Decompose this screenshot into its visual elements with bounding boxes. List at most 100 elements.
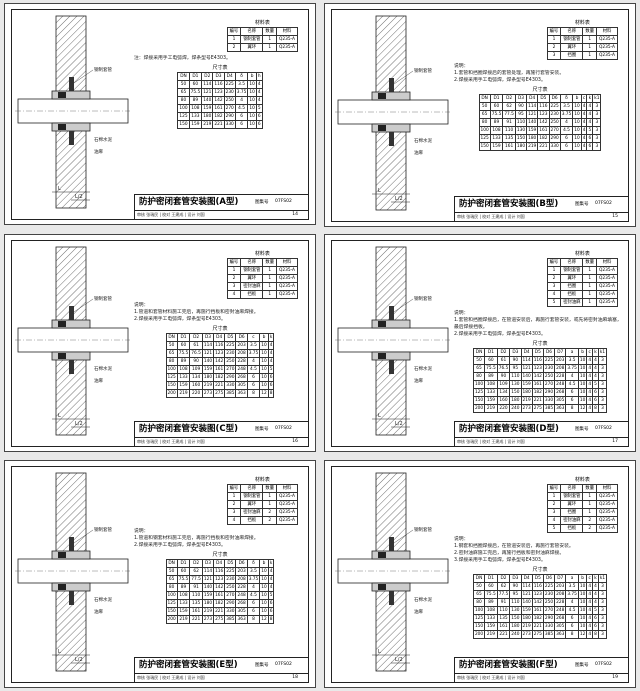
size-cell: 100: [478, 126, 491, 135]
size-cell: 150: [472, 396, 486, 405]
sleeve-section-drawing: L L/2 钢制套管 石棉水泥 油麻: [335, 472, 450, 672]
size-cell: 273: [520, 404, 533, 413]
size-cell: 10: [247, 96, 257, 105]
signature-row: 审核 张瑞民 | 校对 王建成 | 设计 刘国: [457, 214, 525, 219]
material-header-cell: 材料: [276, 27, 298, 36]
size-cell: 219: [176, 615, 191, 624]
size-cell: 130: [509, 606, 522, 615]
material-header-row: 编号名称数量材料: [546, 484, 618, 493]
size-cell: 180: [201, 112, 214, 121]
material-header-cell: 名称: [560, 27, 584, 36]
size-cell: 10: [259, 349, 269, 358]
material-table-caption: 材料表: [574, 477, 590, 483]
material-cell: 挡圈: [560, 508, 584, 517]
size-cell: 12: [577, 404, 588, 413]
label-oakum: 油麻: [414, 377, 423, 384]
size-header-cell: D5: [531, 348, 544, 357]
size-cell: 248: [235, 365, 248, 374]
sleeve-section-drawing: L L/2 钢制套管 石棉水泥 油麻: [15, 15, 130, 209]
size-cell: 142: [537, 118, 550, 127]
size-cell: 114: [526, 102, 539, 111]
size-header-cell: D3: [514, 94, 528, 103]
size-cell: 10: [259, 567, 269, 576]
signature-row: 审核 张瑞民 | 校对 王建成 | 设计 刘国: [457, 675, 525, 680]
size-cell: 123: [213, 349, 226, 358]
wing-ring-top: [69, 306, 74, 320]
size-cell: 3: [592, 142, 602, 151]
size-cell: 4.5: [246, 365, 261, 374]
size-cell: 10: [259, 591, 269, 600]
label-asbestos: 石棉水泥: [94, 596, 112, 603]
size-cell: 221: [537, 142, 550, 151]
material-header-cell: 名称: [560, 258, 584, 267]
material-cell: 2: [262, 516, 278, 525]
material-header-cell: 材料: [596, 27, 618, 36]
packing-bottom: [58, 584, 66, 590]
material-table-caption: 材料表: [574, 20, 590, 26]
size-cell: 250: [548, 118, 561, 127]
size-cell: 95: [514, 110, 528, 119]
size-cell: 230: [224, 349, 237, 358]
material-cell: 1: [582, 500, 598, 509]
size-cell: 6: [559, 134, 574, 143]
material-header-cell: 数量: [582, 484, 598, 493]
size-cell: 180: [514, 142, 528, 151]
size-cell: 330: [223, 120, 236, 129]
material-cell: 翼环: [560, 274, 584, 283]
size-cell: 116: [213, 567, 226, 576]
size-cell: 89: [176, 583, 191, 592]
material-cell: 挡板: [240, 516, 264, 525]
material-cell: Q235-A: [276, 266, 298, 275]
page-number: 16: [292, 439, 298, 444]
size-cell: 6: [267, 381, 275, 390]
size-cell: 80: [472, 372, 486, 381]
size-cell: 50: [472, 582, 486, 591]
size-cell: 305: [554, 622, 567, 631]
size-cell: 12: [577, 630, 588, 639]
size-cell: 133: [176, 373, 191, 382]
size-cell: 6: [246, 373, 261, 382]
size-cell: 116: [531, 356, 544, 365]
size-cell: 80: [472, 598, 486, 607]
size-cell: 4: [255, 80, 263, 89]
size-cell: 228: [235, 583, 248, 592]
size-cell: 80: [478, 118, 491, 127]
dim-L: L: [378, 413, 381, 419]
size-cell: 60: [484, 356, 498, 365]
note-line: 2.密封油麻施工完后，再施行挡板和密封油麻焊接。: [454, 551, 565, 556]
size-cell: 10: [259, 373, 269, 382]
material-cell: Q235-A: [276, 274, 298, 283]
size-cell: 200: [165, 389, 178, 398]
dim-L2: L/2: [75, 421, 83, 427]
size-cell: 3: [597, 380, 608, 389]
size-cell: 385: [542, 630, 556, 639]
packing-top: [58, 92, 66, 98]
size-cell: 4: [255, 96, 263, 105]
size-cell: 65: [478, 110, 491, 119]
size-cell: 230: [223, 88, 236, 97]
size-cell: 100: [472, 606, 486, 615]
signature-row: 审核 张瑞民 | 校对 王建成 | 设计 刘国: [137, 675, 205, 680]
size-cell: 6: [234, 112, 249, 121]
sleeve-top: [51, 319, 91, 329]
size-cell: 108: [484, 606, 498, 615]
size-cell: 114: [520, 356, 533, 365]
